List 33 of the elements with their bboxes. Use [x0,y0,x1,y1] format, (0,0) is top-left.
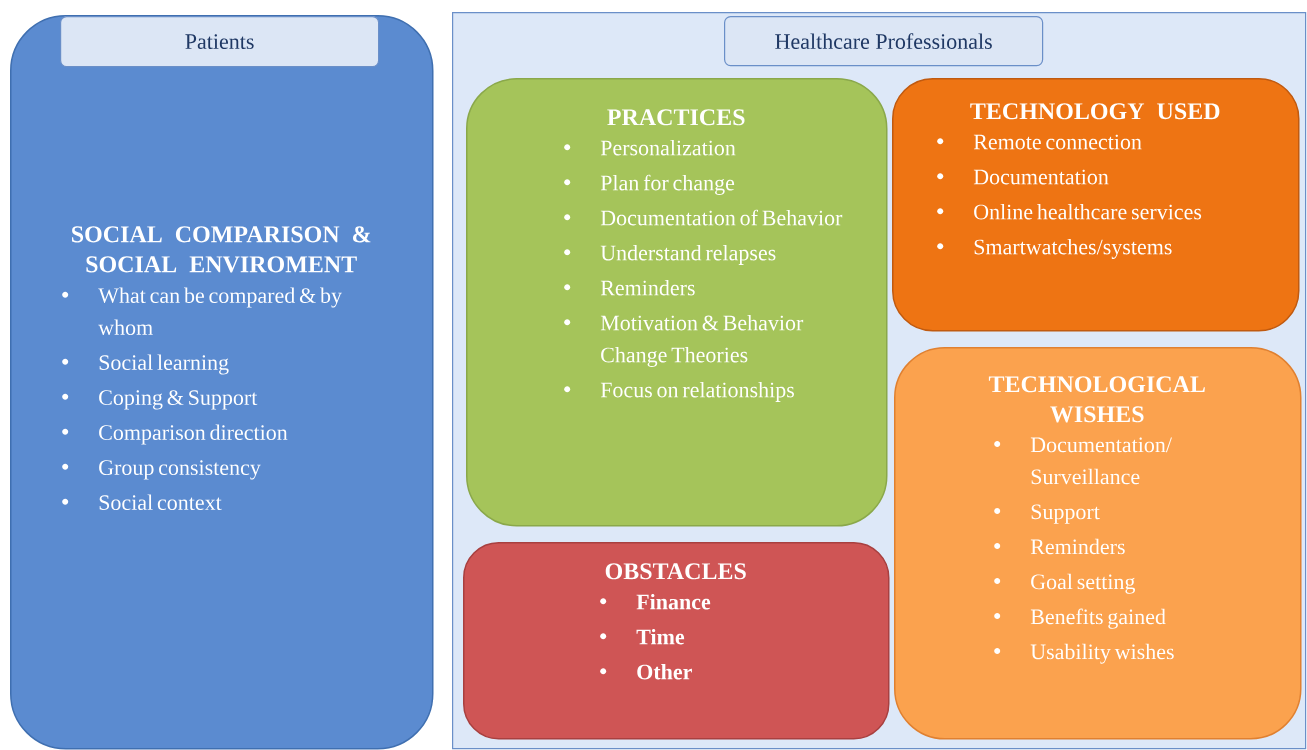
bullet-item: Social context [99,494,222,510]
bullet-item: Personalization [600,139,736,156]
bullet-item: Support [1031,504,1100,524]
bullet-item: Benefits gained [1030,608,1166,629]
bullet-item: Goal setting [1031,573,1135,594]
bullet-item: Documentation [973,169,1109,185]
header-tab: Patients [60,16,380,68]
panel-heading: TECHNOLOGICAL WISHES [988,376,1205,423]
bullet-item: Comparison direction [99,424,288,445]
bullet-item: Understand relapses [600,244,776,265]
bullet-item: Focus on relationships [600,381,794,402]
bullet-item: Time [636,628,685,645]
panel-heading: SOCIAL COMPARISON & SOCIAL ENVIROMENT [72,226,371,273]
panel-heading: OBSTACLES [605,563,746,580]
panel-heading: PRACTICES [607,109,745,126]
bullet-item: Group consistency [99,460,261,480]
bullet-item: What can be compared & by whom [98,287,342,335]
bullet-item: Usability wishes [1030,643,1174,664]
bullet-item: Motivation & Behavior Change Theories [600,314,804,367]
bullet-item: Online healthcare services [974,203,1202,220]
bullet-item: Documentation/ Surveillance [1030,437,1172,485]
bullet-item: Social learning [99,354,229,375]
bullet-item: Smartwatches/systems [974,238,1172,259]
bullet-item: Coping & Support [99,390,258,410]
bullet-item: Plan for change [600,174,735,195]
bullet-item: Other [637,663,692,680]
bullet-item: Documentation of Behavior [600,209,843,226]
bullet-item: Finance [636,593,711,610]
bullet-item: Reminders [600,279,695,296]
bullet-item: Remote connection [973,134,1142,150]
bullet-item: Reminders [1030,538,1125,555]
header-tab: Healthcare Professionals [724,16,1044,67]
panel-heading: TECHNOLOGY USED [970,103,1220,120]
